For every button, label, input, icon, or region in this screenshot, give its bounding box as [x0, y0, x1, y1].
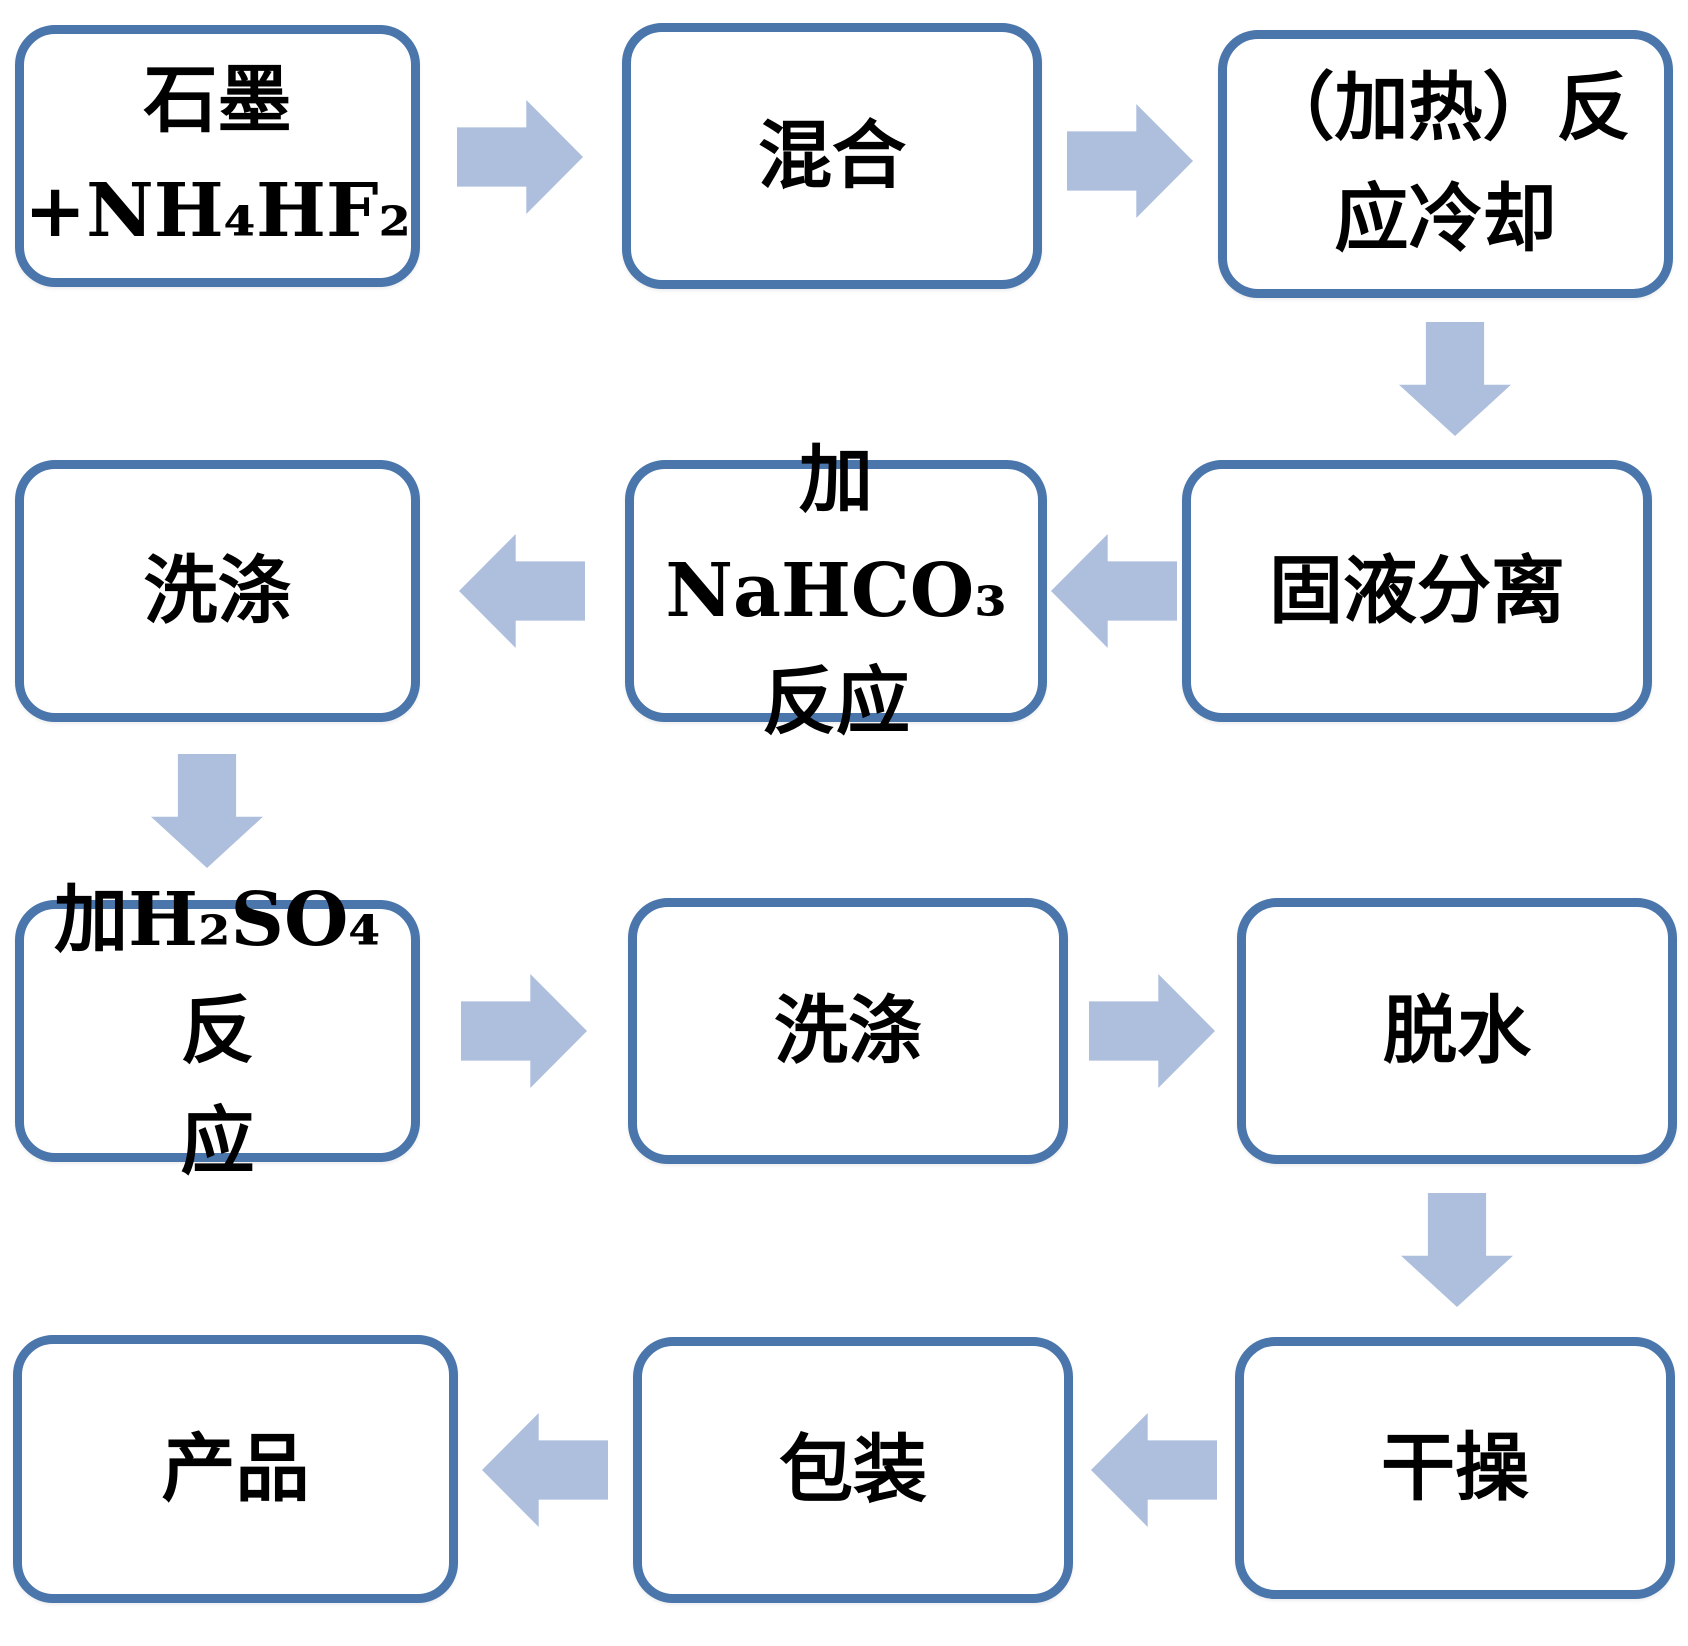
arrow-right-icon [1067, 104, 1193, 218]
arrow-left-icon [1051, 534, 1177, 648]
box-packaging: 包装 [633, 1337, 1073, 1603]
box-add-h2so4-reaction: 加H₂SO₄反 应 [15, 877, 420, 1185]
box-label: 产品 [161, 1425, 310, 1512]
box-label: 洗涤 [774, 987, 922, 1074]
box-washing-1: 洗涤 [15, 460, 420, 722]
box-label: （加热）反 应冷却 [1260, 65, 1631, 262]
box-washing-2: 洗涤 [628, 898, 1068, 1164]
box-label: 固液分离 [1269, 547, 1565, 634]
arrow-down-icon [1401, 1193, 1513, 1307]
arrow-down-icon [1399, 322, 1511, 436]
box-label: 脱水 [1383, 987, 1531, 1074]
box-heated-reaction-cooling: （加热）反 应冷却 [1218, 30, 1673, 298]
box-product: 产品 [13, 1335, 458, 1603]
arrow-left-icon [459, 534, 585, 648]
box-graphite-nh4hf2: 石墨 +NH₄HF₂ [15, 25, 420, 287]
arrow-down-icon [151, 754, 263, 868]
arrow-right-icon [461, 974, 587, 1088]
box-add-nahco3-reaction: 加NaHCO₃ 反应 [625, 437, 1047, 745]
box-label: 包装 [779, 1426, 927, 1513]
arrow-right-icon [1089, 974, 1215, 1088]
box-label: 加NaHCO₃ 反应 [665, 436, 1007, 745]
box-label: 干操 [1381, 1424, 1529, 1511]
box-dehydration: 脱水 [1237, 898, 1677, 1164]
box-label: 洗涤 [143, 547, 292, 634]
arrow-left-icon [1091, 1413, 1217, 1527]
arrow-right-icon [457, 100, 583, 214]
box-mixing: 混合 [622, 23, 1042, 289]
box-drying: 干操 [1235, 1337, 1675, 1599]
box-label: 加H₂SO₄反 应 [54, 876, 381, 1185]
box-label: 混合 [758, 112, 906, 199]
box-label: 石墨 +NH₄HF₂ [24, 57, 411, 254]
arrow-left-icon [482, 1413, 608, 1527]
box-solid-liquid-separation: 固液分离 [1182, 460, 1652, 722]
